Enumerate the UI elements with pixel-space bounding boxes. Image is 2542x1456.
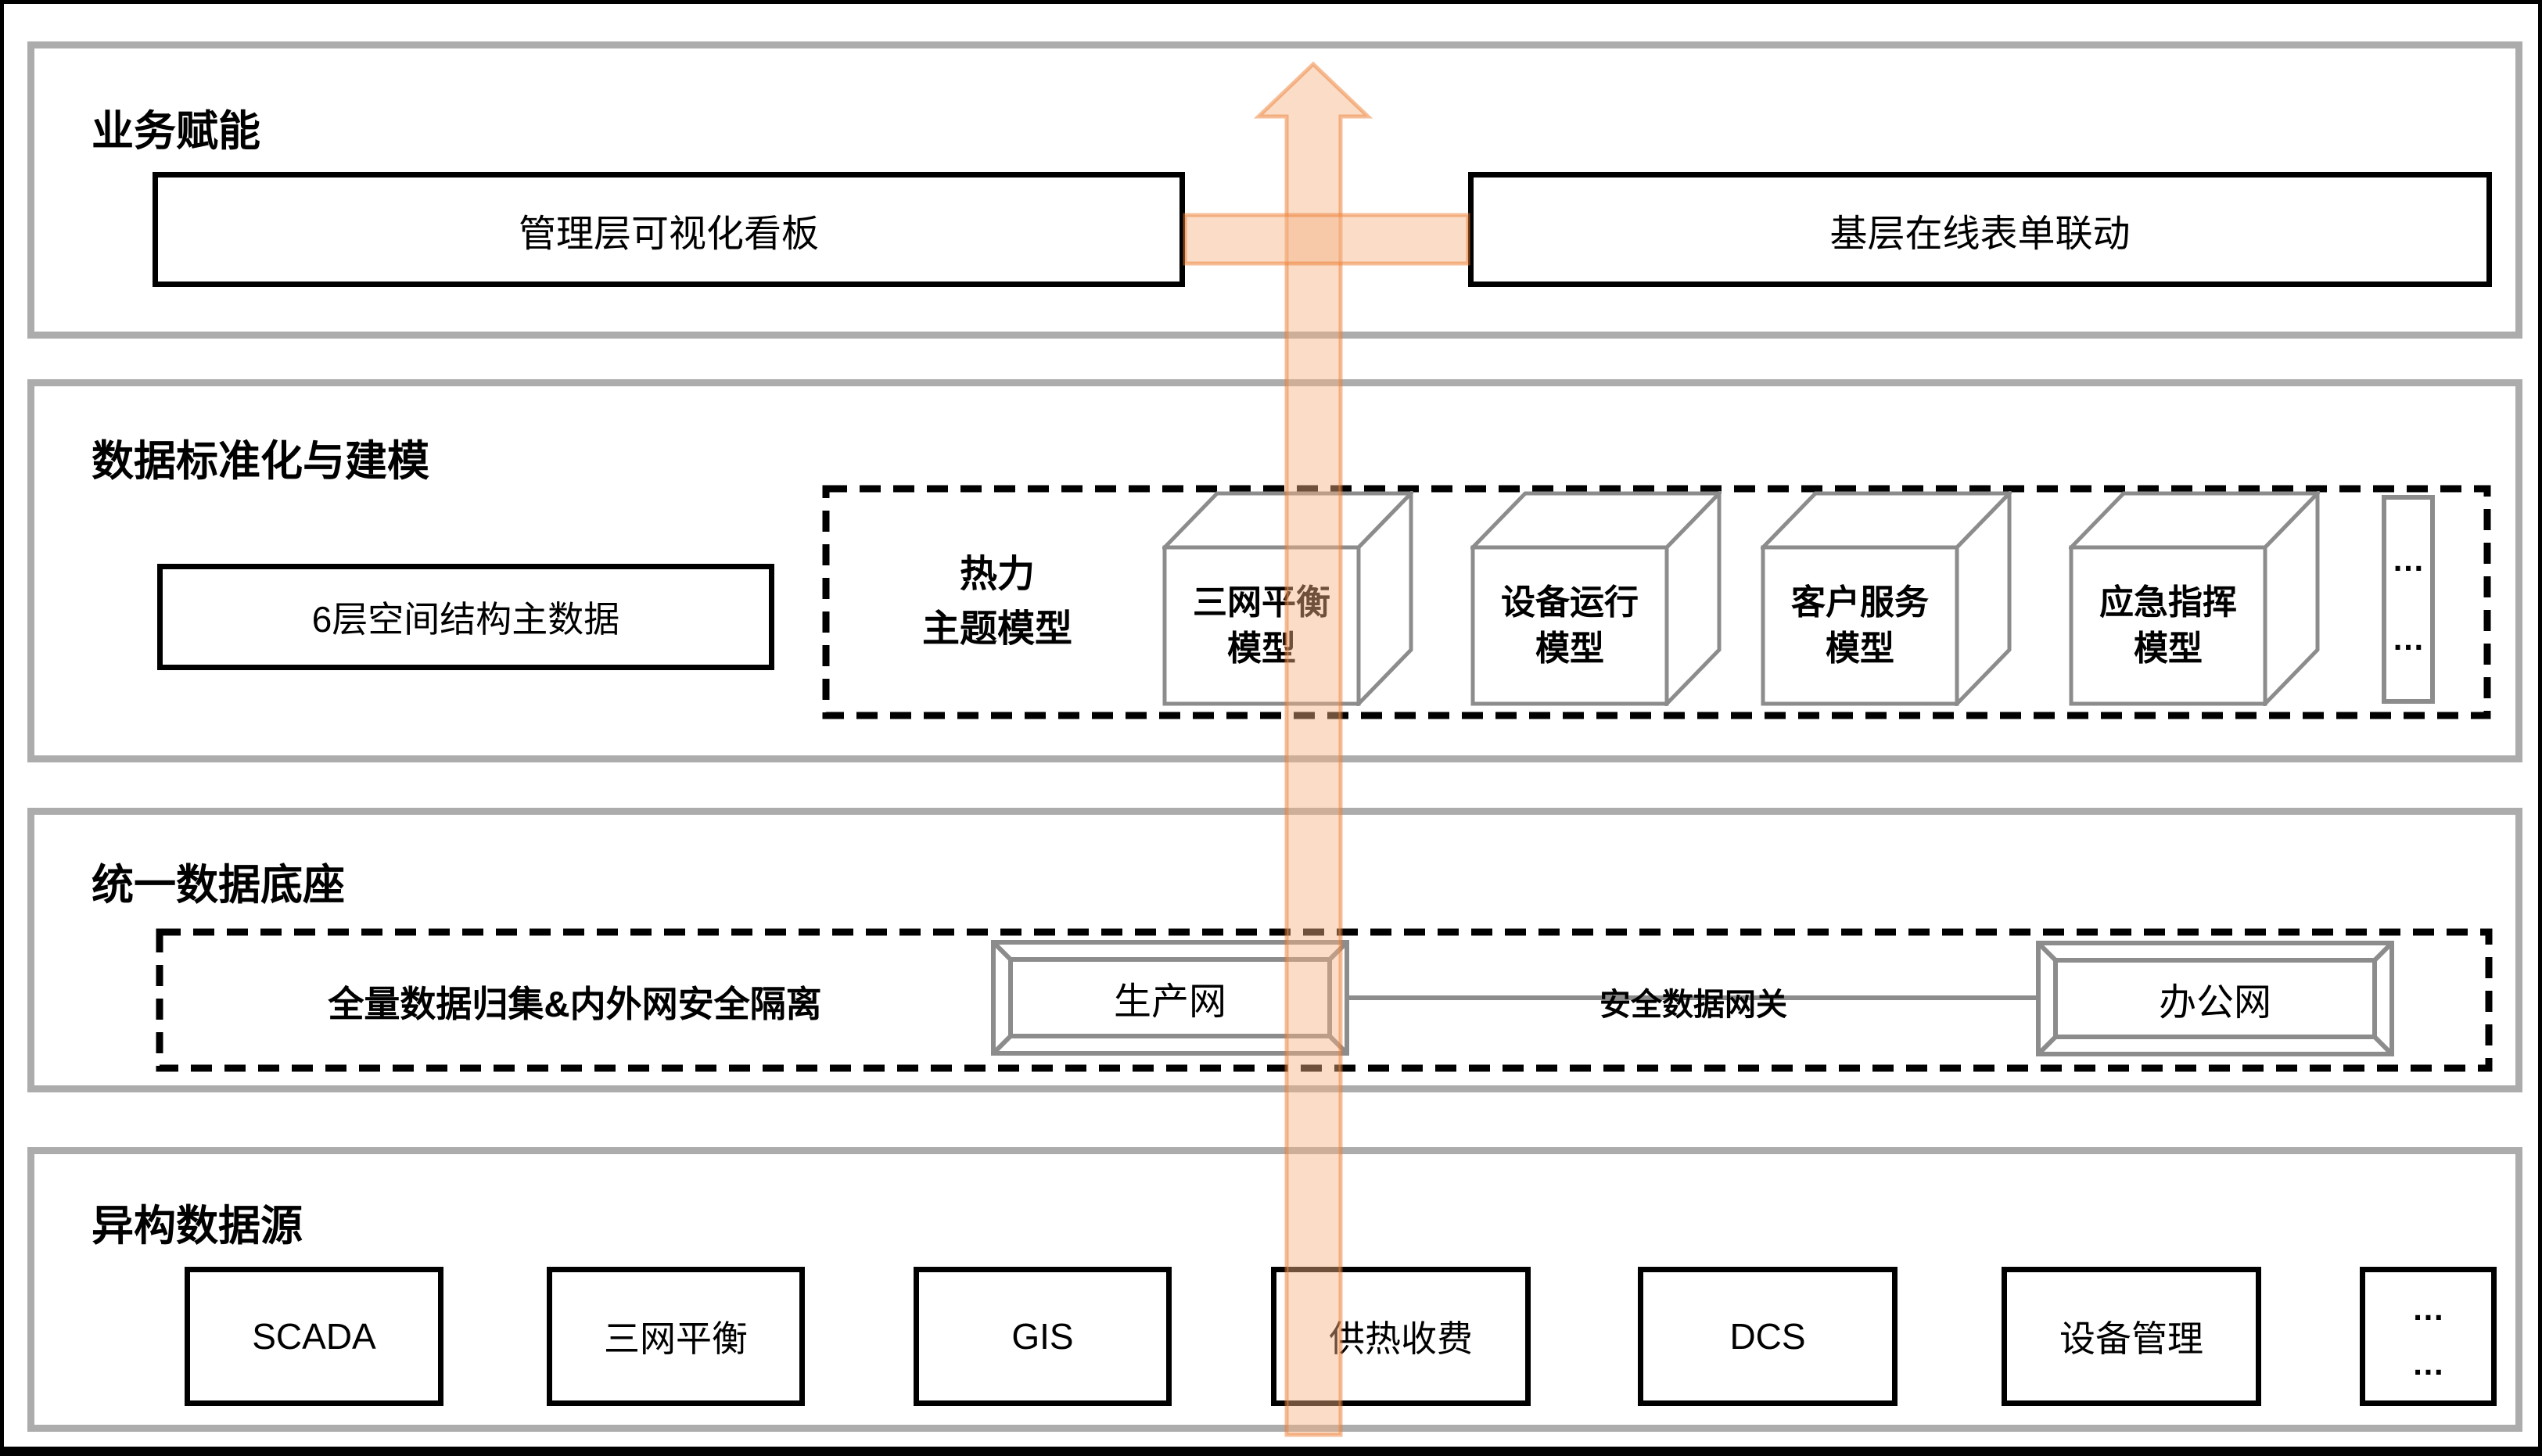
- cube-equipment-operation: [1470, 491, 1722, 706]
- source-box-dcs: DCS: [1638, 1267, 1898, 1406]
- box-frontline-forms: 基层在线表单联动: [1468, 172, 2492, 287]
- section-title-data-modeling: 数据标准化与建模: [92, 438, 429, 485]
- box-frontline-forms-label: 基层在线表单联动: [1829, 213, 2131, 255]
- section-title-unified-data-base: 统一数据底座: [92, 862, 345, 909]
- box-management-dashboard-label: 管理层可视化看板: [518, 213, 819, 255]
- section-title-data-sources: 异构数据源: [92, 1203, 303, 1250]
- office-network-frame: [2036, 941, 2394, 1056]
- cube-emergency-command-label: 应急指挥 模型: [2099, 583, 2237, 668]
- box-spatial-master-data: 6层空间结构主数据: [157, 564, 774, 670]
- source-box-equipment-management: 设备管理: [2002, 1267, 2261, 1406]
- cube-emergency-command: [2069, 491, 2320, 706]
- cube-customer-service: [1761, 491, 2012, 706]
- office-network-label: 办公网: [2158, 982, 2271, 1024]
- source-box-scada: SCADA: [185, 1267, 443, 1406]
- source-more-box: … …: [2360, 1267, 2497, 1406]
- gateway-connector-line: [1349, 995, 2036, 1000]
- cube-customer-service-label: 客户服务 模型: [1791, 583, 1929, 668]
- source-box-three-network-balance: 三网平衡: [547, 1267, 805, 1406]
- source-box-gis: GIS: [914, 1267, 1172, 1406]
- source-box-heating-billing: 供热收费: [1271, 1267, 1531, 1406]
- section-title-business-enablement: 业务赋能: [92, 108, 260, 155]
- data-isolation-label: 全量数据归集&内外网安全隔离: [328, 984, 822, 1024]
- cube-equipment-operation-label: 设备运行 模型: [1501, 583, 1639, 668]
- gateway-label: 安全数据网关: [1600, 988, 1787, 1022]
- box-spatial-master-data-label: 6层空间结构主数据: [311, 599, 620, 640]
- theme-models-label: 热力 主题模型: [921, 554, 1072, 650]
- box-management-dashboard: 管理层可视化看板: [153, 172, 1185, 287]
- production-network-label: 生产网: [1113, 981, 1226, 1023]
- theme-models-more-box: … …: [2382, 495, 2435, 704]
- cube-three-network-balance-label: 三网平衡 模型: [1193, 583, 1330, 668]
